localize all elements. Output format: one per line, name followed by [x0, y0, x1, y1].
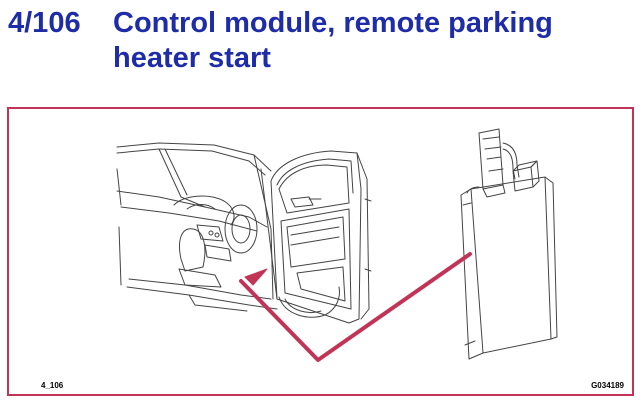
- figure-reference-right: G034189: [591, 381, 624, 390]
- location-pointer-arrowhead: [244, 268, 268, 286]
- open-door-illustration: [270, 150, 372, 324]
- location-pointer: [239, 252, 472, 362]
- illustration-frame: 4_106 G034189: [7, 107, 634, 396]
- figure-reference-left: 4_106: [41, 381, 64, 390]
- control-module-illustration: [460, 128, 558, 360]
- illustration-drawing: [116, 128, 558, 362]
- car-illustration: [116, 142, 340, 318]
- component-code: 4/106: [8, 7, 81, 39]
- component-title: Control module, remote parking heater st…: [113, 7, 553, 74]
